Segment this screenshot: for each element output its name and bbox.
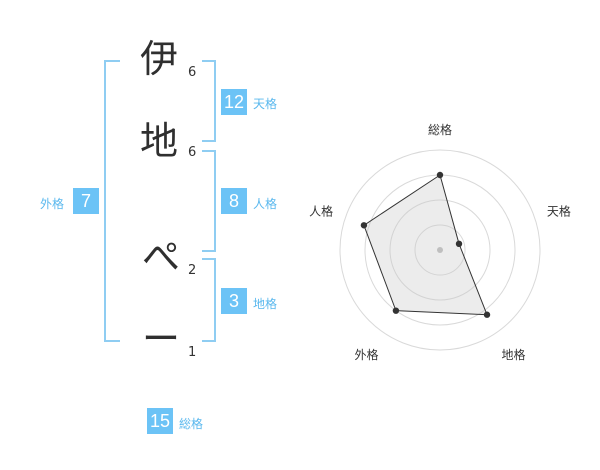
gaikaku-label: 外格 (40, 197, 65, 211)
radar-axis-label-2: 天格 (547, 203, 571, 218)
tenkaku-label: 天格 (253, 97, 278, 111)
chikaku-label: 地格 (253, 297, 278, 311)
radar-polygon (363, 174, 488, 316)
radar-axis-label-1: 総格 (428, 122, 452, 137)
name-char-3: ぺ (142, 235, 181, 279)
tenkaku-value: 12 (221, 89, 247, 115)
stroke-count-3: 2 (188, 263, 197, 278)
name-char-2: 地 (140, 119, 179, 163)
radar-center-dot (437, 247, 443, 253)
stroke-count-4: 1 (188, 345, 197, 360)
radar-ring-1 (414, 224, 466, 276)
radar-point-1 (436, 171, 444, 179)
stroke-count-2: 6 (188, 145, 197, 160)
name-char-1: 伊 (140, 37, 179, 81)
soukaku-value: 15 (147, 408, 173, 434)
jinkaku-bracket (202, 150, 216, 252)
radar-point-5 (360, 222, 368, 229)
radar-axis-label-3: 地格 (501, 347, 525, 362)
stroke-count-1: 6 (188, 65, 197, 80)
name-char-4: ー (142, 317, 181, 361)
gaikaku-bracket (104, 60, 120, 342)
chikaku-value: 3 (221, 288, 247, 314)
radar-axis-label-5: 人格 (309, 203, 333, 218)
radar-point-2 (455, 240, 463, 248)
soukaku-label: 総格 (179, 417, 204, 431)
jinkaku-label: 人格 (253, 197, 278, 211)
radar-point-4 (392, 307, 400, 314)
chikaku-bracket (202, 258, 216, 342)
radar-point-3 (483, 311, 491, 318)
gaikaku-value: 7 (73, 188, 99, 214)
tenkaku-bracket (202, 60, 216, 142)
jinkaku-value: 8 (221, 188, 247, 214)
radar-ring-2 (389, 199, 491, 301)
radar-axis-label-4: 外格 (355, 347, 379, 362)
